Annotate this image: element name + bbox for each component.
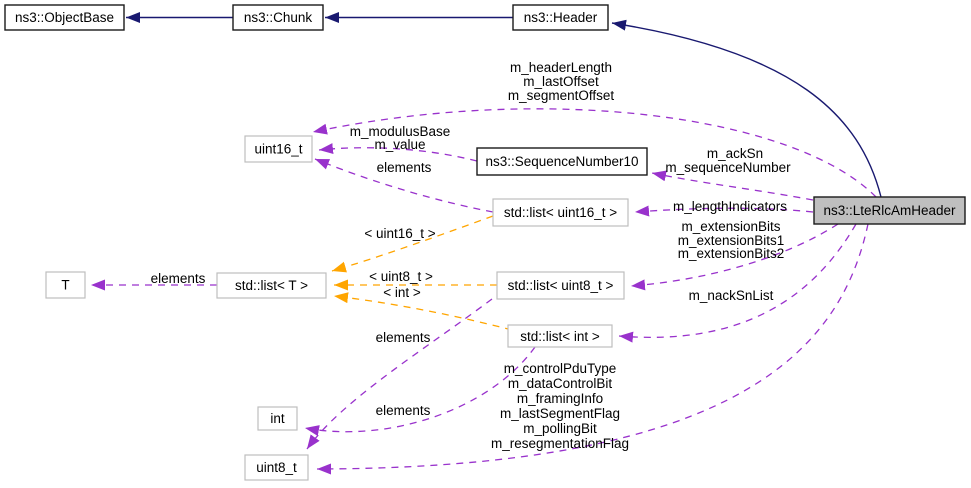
- node-label: ns3::Header: [524, 10, 598, 25]
- edge-label-m-controlpdutype: m_controlPduType: [504, 361, 617, 376]
- node-label: uint8_t: [256, 460, 297, 475]
- edge-rlc-uses-listuint16: [634, 205, 814, 217]
- edge-label-m-modulusbase: m_modulusBase: [350, 124, 451, 139]
- edge-label-m-lengthindicators: m_lengthIndicators: [673, 199, 787, 214]
- edge-label-elements-int: elements: [376, 403, 431, 418]
- node-label: std::list< T >: [235, 278, 308, 293]
- edge-lterlcamheader-inherits-header: [611, 19, 882, 198]
- node-label: uint16_t: [254, 142, 302, 157]
- edge-listuint16-instance-of-listt: [331, 215, 494, 273]
- edge-label-m-resegmentationflag: m_resegmentationFlag: [491, 436, 629, 451]
- node-box: [244, 454, 309, 481]
- edge-label-template-int: < int >: [383, 285, 421, 300]
- node-box: [476, 147, 648, 176]
- edge-listint-instance-of-listt: [333, 292, 513, 331]
- node-uint16-t: uint16_t: [244, 135, 313, 163]
- node-ns3-sequencenumber10[interactable]: ns3::SequenceNumber10: [476, 147, 648, 176]
- node-box: [813, 196, 966, 225]
- node-uint8-t: uint8_t: [244, 454, 309, 481]
- node-std-list-uint8: std::list< uint8_t >: [496, 271, 625, 300]
- edge-label-m-extensionbits2: m_extensionBits2: [678, 246, 785, 261]
- node-ns3-chunk[interactable]: ns3::Chunk: [232, 4, 324, 31]
- node-int: int: [257, 406, 298, 431]
- edge-seqnum-uses-uint16: [318, 143, 478, 162]
- node-box: [4, 4, 125, 31]
- node-box: [244, 135, 313, 163]
- edge-label-m-datacontrolbit: m_dataControlBit: [508, 376, 613, 391]
- node-box: [507, 324, 613, 348]
- node-ns3-header[interactable]: ns3::Header: [512, 4, 609, 31]
- edge-listint-uses-int: [304, 346, 536, 436]
- node-label: ns3::Chunk: [244, 10, 313, 25]
- edge-rlc-uses-seqnum: [651, 170, 814, 201]
- edge-rlc-uses-uint8: [316, 223, 869, 475]
- node-std-list-t: std::list< T >: [216, 272, 327, 299]
- node-label: std::list< uint8_t >: [508, 278, 614, 293]
- node-std-list-uint16: std::list< uint16_t >: [492, 198, 629, 227]
- edge-label-m-extensionbits1: m_extensionBits1: [678, 233, 785, 248]
- node-box: [512, 4, 609, 31]
- edge-rlc-uses-listint: [618, 223, 857, 343]
- edge-label-m-acksn: m_ackSn: [707, 146, 763, 161]
- edge-listuint8-uses-uint8: [306, 298, 493, 450]
- node-box: [216, 272, 327, 299]
- node-label: std::list< int >: [520, 329, 600, 344]
- node-label: ns3::LteRlcAmHeader: [823, 203, 956, 218]
- edge-label-template-uint16: < uint16_t >: [364, 226, 435, 241]
- edge-label-m-framinginfo: m_framingInfo: [517, 391, 603, 406]
- edge-label-m-lastoffset: m_lastOffset: [523, 74, 599, 89]
- node-std-list-int: std::list< int >: [507, 324, 613, 348]
- node-box: [232, 4, 324, 31]
- edge-label-elements-t: elements: [151, 271, 206, 286]
- edge-label-m-lastsegmentflag: m_lastSegmentFlag: [500, 406, 620, 421]
- edge-label-elements-uint8: elements: [376, 330, 431, 345]
- node-label: int: [270, 411, 285, 426]
- edge-label-m-extensionbits: m_extensionBits: [681, 219, 780, 234]
- node-box: [492, 198, 629, 227]
- node-box: [496, 271, 625, 300]
- node-label: ns3::ObjectBase: [15, 10, 114, 25]
- node-label: T: [61, 278, 69, 293]
- edge-label-m-value: m_value: [374, 137, 425, 152]
- edge-label-template-uint8: < uint8_t >: [369, 269, 433, 284]
- node-label: ns3::SequenceNumber10: [485, 154, 638, 169]
- node-box: [45, 271, 86, 299]
- edge-label-m-nacksnlist: m_nackSnList: [689, 288, 774, 303]
- node-ns3-lterlcamheader-current: ns3::LteRlcAmHeader: [813, 196, 966, 225]
- edge-label-m-sequencenumber: m_sequenceNumber: [665, 160, 791, 175]
- node-box: [257, 406, 298, 431]
- edge-rlc-uses-uint16: [312, 108, 877, 198]
- edge-label-m-pollingbit: m_pollingBit: [523, 421, 597, 436]
- node-ns3-objectbase[interactable]: ns3::ObjectBase: [4, 4, 125, 31]
- node-label: std::list< uint16_t >: [504, 205, 617, 220]
- node-t: T: [45, 271, 86, 299]
- edge-label-elements-uint16: elements: [377, 160, 432, 175]
- edge-label-m-headerlength: m_headerLength: [510, 60, 612, 75]
- edge-label-m-segmentoffset: m_segmentOffset: [508, 88, 615, 103]
